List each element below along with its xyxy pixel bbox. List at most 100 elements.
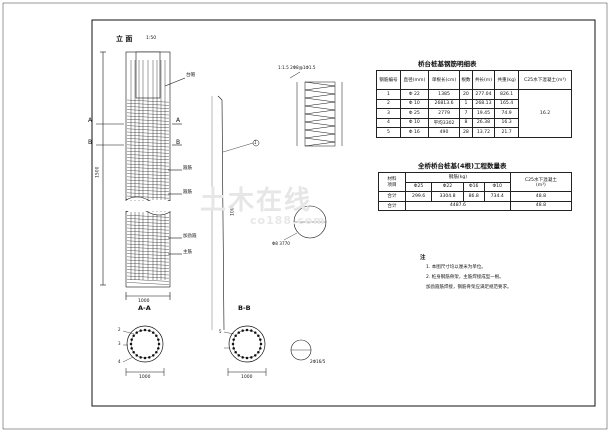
- table-cell: 826.1: [494, 89, 520, 100]
- dim-bb: 1000: [241, 375, 253, 380]
- dim-bottom: 1000: [138, 299, 150, 304]
- table-cell: 3: [376, 108, 401, 119]
- table-cell: 1: [376, 89, 401, 100]
- table-cell: Φ 16: [399, 127, 429, 138]
- table-header-cell: 直径(mm): [399, 70, 429, 90]
- quantity-table: 材料 项目 钢筋(kg) C25水下混凝土 (m³) Φ25 Φ22 Φ16 Φ…: [378, 172, 573, 211]
- section-bb-title: B-B: [238, 304, 251, 312]
- table-cell: Φ 25: [399, 108, 429, 119]
- table-header-cell: C25水下混凝土 (m³): [509, 172, 573, 192]
- table-header-cell: Φ22: [431, 181, 464, 192]
- table-cell: 平均3302: [427, 117, 461, 128]
- table-cell: 20: [459, 89, 473, 100]
- table-cell: 19.45: [471, 108, 496, 119]
- table-cell: 165.4: [494, 98, 520, 109]
- hoop-circle-detail: [283, 205, 327, 241]
- table-cell: 21.7: [494, 127, 520, 138]
- table-header-cell: 单根长(cm): [427, 70, 461, 90]
- table-cell: 13.72: [471, 127, 496, 138]
- notes-title: 注: [420, 255, 426, 261]
- section-aa-title: A-A: [138, 304, 151, 312]
- table-cell: 26813.6: [427, 98, 461, 109]
- elevation-title: 立 面: [116, 35, 133, 43]
- callout-3: 3: [118, 341, 121, 346]
- table-cell: Φ 10: [399, 117, 429, 128]
- watermark-main: 土木在线: [200, 186, 313, 216]
- callout-2: 2: [118, 327, 121, 332]
- table-cell: 合计: [378, 191, 406, 202]
- section-a-mark-right: A: [176, 117, 181, 124]
- table-header-cell: Φ16: [462, 181, 485, 192]
- table-cell: 268.13: [471, 98, 496, 109]
- table-cell: 299.6: [404, 191, 433, 202]
- table-header-cell: 根数: [459, 70, 473, 90]
- table-header-cell: 共重(kg): [494, 70, 520, 90]
- circle-note: 2Φ16/5: [310, 359, 326, 364]
- elevation-scale: 1:50: [146, 36, 157, 41]
- section-aa: [122, 325, 165, 376]
- table-cell: 8: [459, 117, 473, 128]
- small-hoop-detail: [290, 339, 312, 361]
- table-cell: 合计: [378, 200, 406, 211]
- table-cell: 5: [376, 127, 401, 138]
- table-cell: 490: [427, 127, 461, 138]
- table-cell: 16.3: [494, 117, 520, 128]
- table-cell: 1: [459, 98, 473, 109]
- dim-aa: 1000: [139, 375, 151, 380]
- label-hoop1: 箍筋: [183, 166, 192, 171]
- table-header-row: 材料 项目 钢筋(kg) C25水下混凝土 (m³): [378, 172, 573, 192]
- label-top-rebar: 台帽: [186, 73, 195, 78]
- table-row: 1 Φ 22 1385 20 277.04 826.1 16.2: [376, 89, 572, 138]
- table-cell: 86.8: [462, 191, 485, 202]
- section-a-mark-left: A: [88, 117, 93, 124]
- table-cell: 734.4: [483, 191, 511, 202]
- note-item-2: 2. 桩身钢筋骨架，主筋焊接成型一根。: [426, 275, 504, 280]
- callout-1: 1: [254, 140, 257, 145]
- watermark-sub: co188.com: [250, 214, 326, 227]
- table-cell: 2: [376, 98, 401, 109]
- table-cell: 28: [459, 127, 473, 138]
- table-header-row: 钢筋编号 直径(mm) 单根长(cm) 根数 共长(m) 共重(kg) C25水…: [376, 70, 572, 90]
- table-row: 合计 4487.6 48.8: [378, 200, 573, 211]
- label-bar-list: 主筋: [183, 250, 192, 255]
- section-b-mark-right: B: [176, 139, 181, 146]
- table-row: 5 Φ 16 490 28 13.72 21.7: [376, 127, 572, 138]
- table-row: 合计 299.6 3304.8 86.8 734.4 48.8: [378, 191, 573, 202]
- table-header-cell: 钢筋(kg): [405, 172, 511, 183]
- note-item-1: 1. 本图尺寸均以厘米为单位。: [426, 265, 486, 270]
- header-item: 项目: [387, 183, 397, 188]
- label-cage: 加劲箍: [183, 234, 197, 239]
- pile-elevation: [96, 51, 186, 300]
- table2-title: 全桥桥台桩基(4根)工程数量表: [418, 162, 507, 170]
- table-cell: Φ 10: [399, 98, 429, 109]
- table-cell: 26.38: [471, 117, 496, 128]
- section-bb: [223, 325, 267, 376]
- dim-length: 1500: [95, 166, 101, 178]
- table-header-cell: 材料 项目: [378, 172, 406, 192]
- concrete-volume-cell: 16.2: [518, 89, 572, 138]
- header-concrete: C25水下混凝土: [524, 177, 557, 183]
- hoop-note: Φ8 3770: [272, 241, 290, 246]
- table-cell: 48.8: [509, 191, 573, 202]
- spiral-note: 1:1.5 2Φ8@1Φ1.5: [278, 65, 316, 70]
- table-header-cell: 共长(m): [471, 70, 496, 90]
- rebar-spec-table: 钢筋编号 直径(mm) 单根长(cm) 根数 共长(m) 共重(kg) C25水…: [376, 70, 572, 138]
- table-cell: 74.9: [494, 108, 520, 119]
- section-b-mark-left: B: [88, 139, 93, 146]
- table-cell: 4487.6: [405, 200, 511, 211]
- table-header-cell: C25水下混凝土(m³): [518, 70, 572, 90]
- table-cell: Φ 22: [399, 89, 429, 100]
- table-row: 2 Φ 10 26813.6 1 268.13 165.4: [376, 98, 572, 109]
- drawing-frame: [91, 19, 596, 407]
- table-row: 3 Φ 25 2779 7 19.45 74.9: [376, 108, 572, 119]
- main-bar-detail: [211, 95, 260, 331]
- table-cell: 48.8: [509, 200, 573, 211]
- header-concrete-unit: (m³): [535, 182, 546, 188]
- table-cell: 277.04: [471, 89, 496, 100]
- table-cell: 1385: [427, 89, 461, 100]
- note-item-3: 加劲箍筋焊接，钢筋骨架应满足规范要求。: [426, 285, 512, 290]
- table-header-cell: Φ10: [483, 181, 511, 192]
- label-hoop2: 箍筋: [183, 190, 192, 195]
